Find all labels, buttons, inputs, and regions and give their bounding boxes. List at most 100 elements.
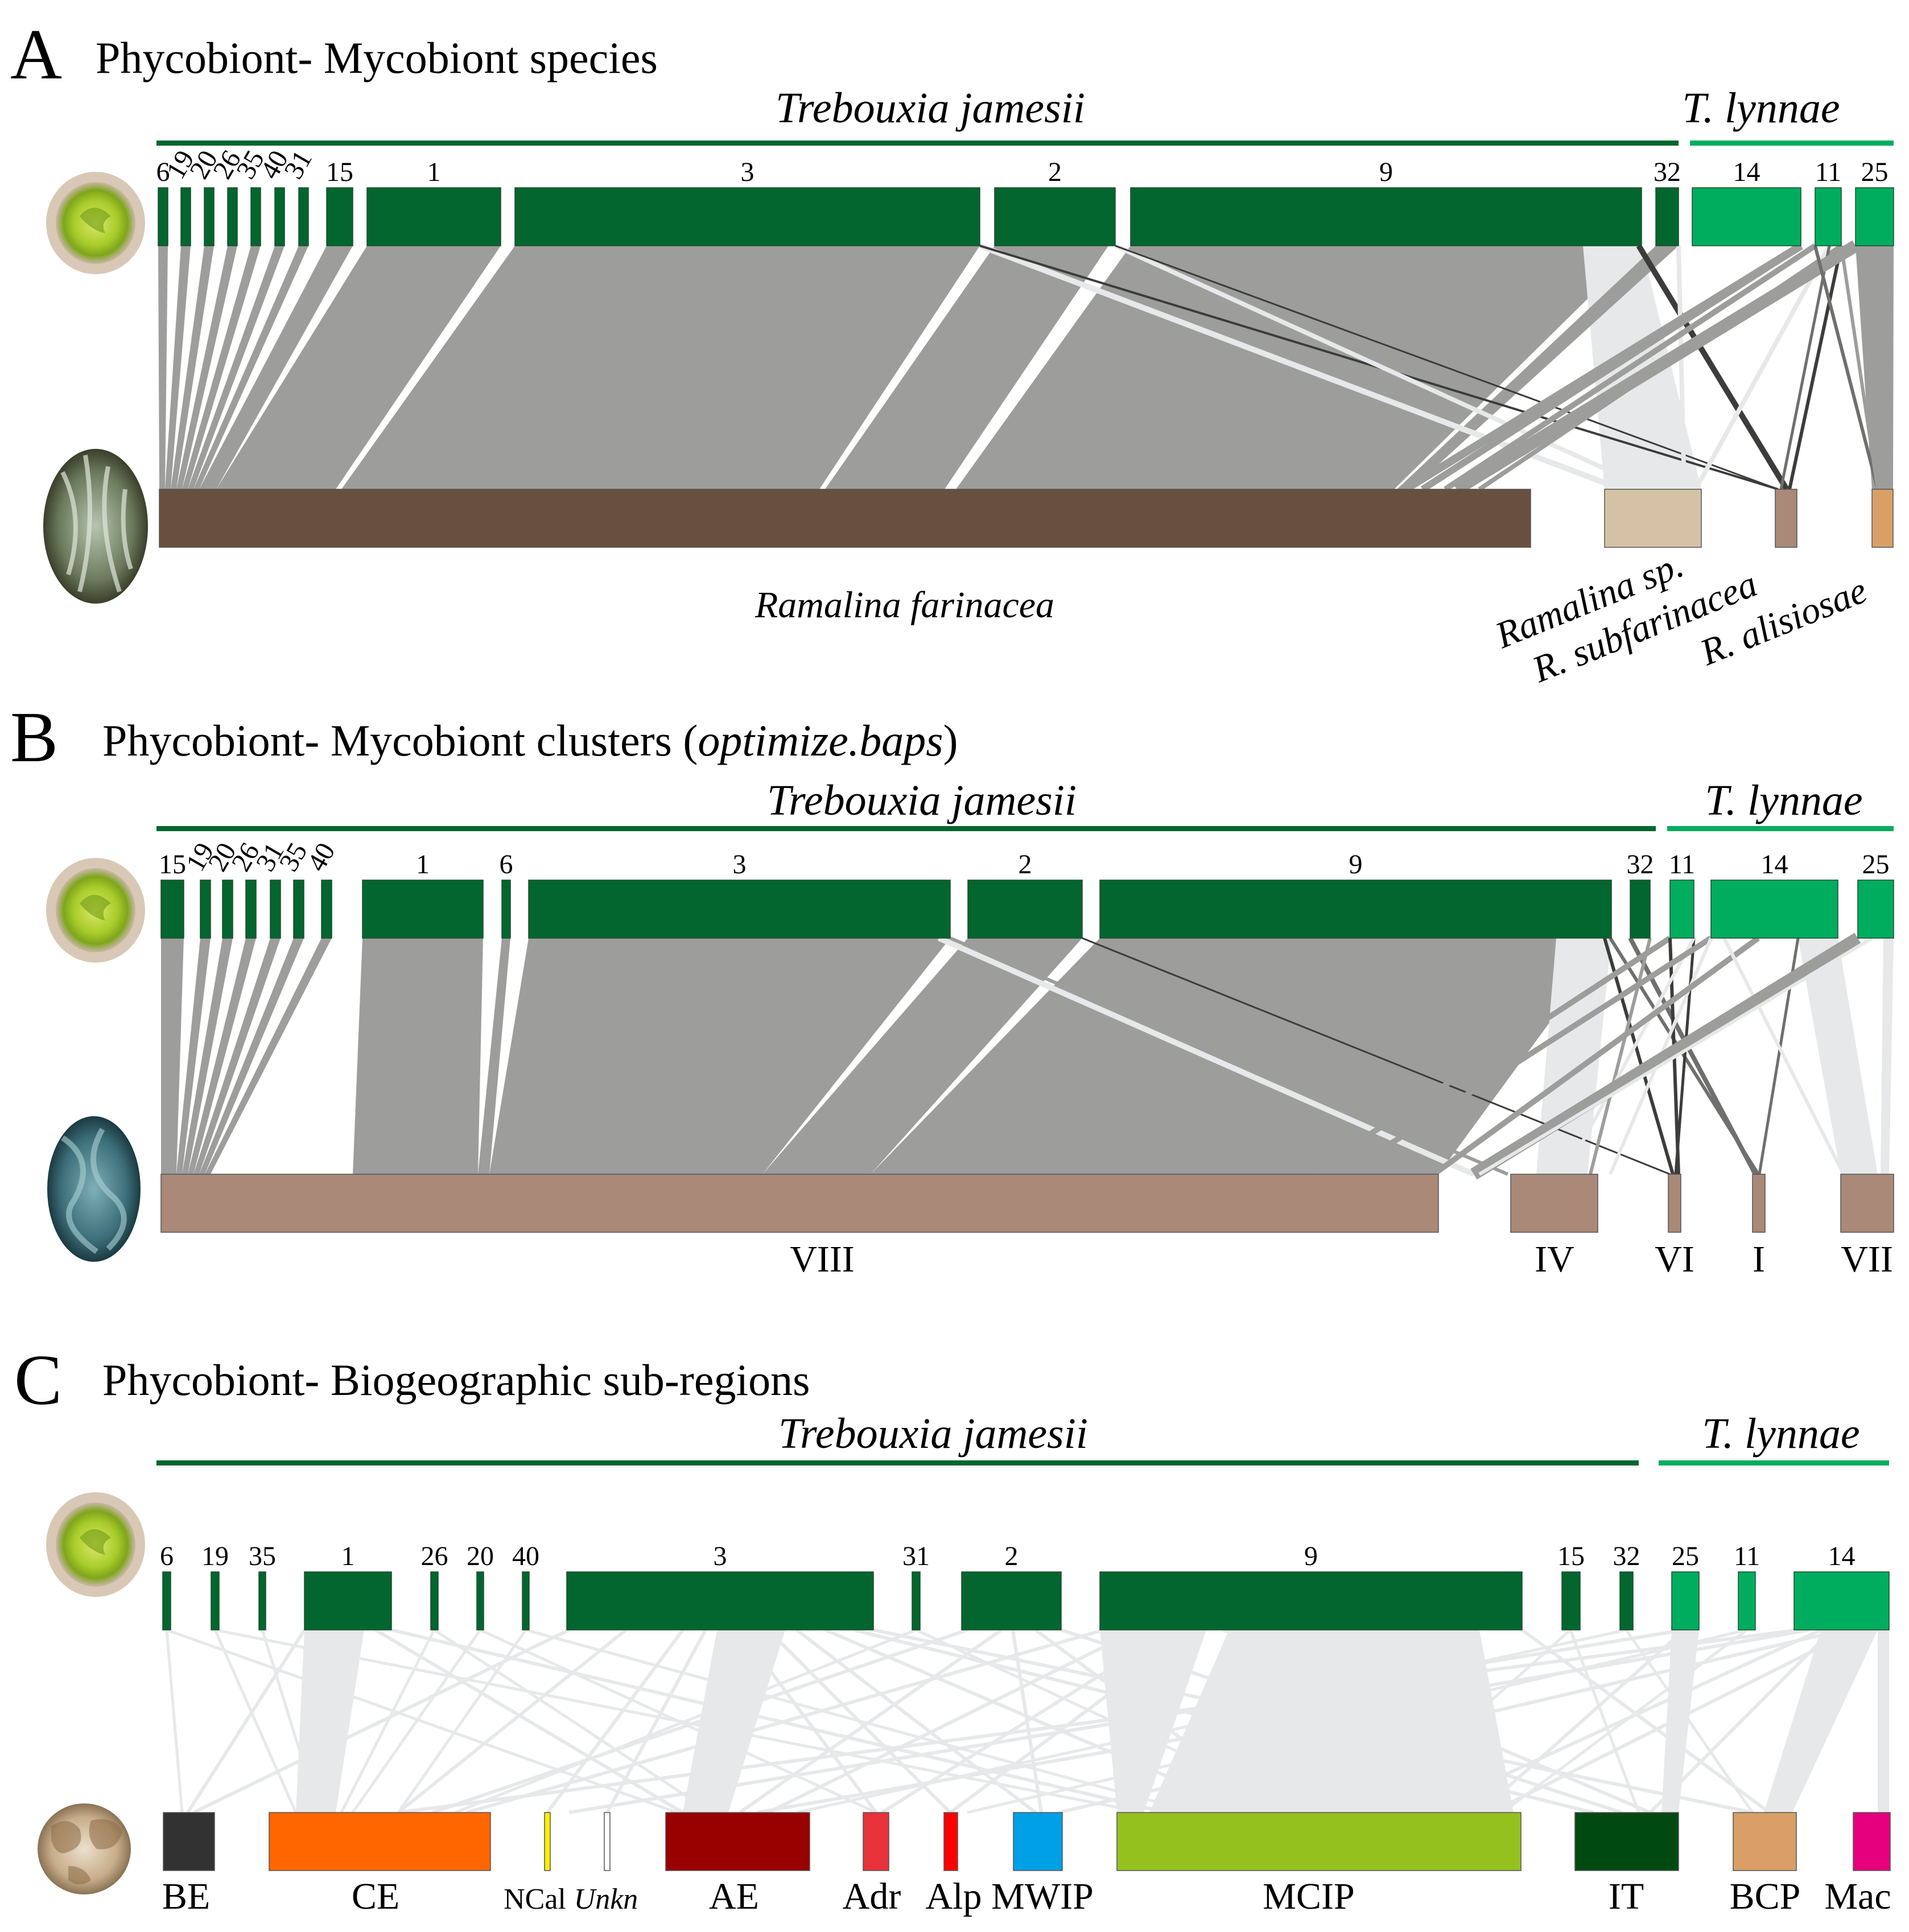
- globe-map-icon: [38, 1803, 131, 1894]
- flow-ribbon: [199, 938, 304, 1174]
- group-label-right: T. lynnae: [1702, 1410, 1859, 1458]
- haplotype-bar-14: [1793, 1571, 1890, 1630]
- association-line: [1470, 932, 1861, 1180]
- category-bar-r-subfarinacea: [1775, 489, 1797, 548]
- haplotype-bar-26: [245, 880, 257, 939]
- association-line: [1563, 937, 1696, 1175]
- flow-ribbon: [182, 938, 233, 1174]
- haplotype-label: 15: [159, 849, 186, 880]
- association-line: [466, 1628, 1104, 1814]
- haplotype-bar-11: [1669, 880, 1694, 939]
- flow-ribbon: [158, 246, 168, 489]
- haplotype-bar-14: [1692, 187, 1801, 246]
- haplotype-bar-1: [366, 187, 501, 246]
- association-line: [1420, 242, 1803, 493]
- association-line: [738, 1629, 878, 1814]
- haplotype-label: 6: [160, 1541, 174, 1571]
- category-bar-adr: [863, 1812, 889, 1871]
- haplotype-label: 3: [733, 849, 747, 880]
- association-line: [455, 1628, 917, 1814]
- association-line: [1341, 935, 1713, 1177]
- flow-ribbon: [825, 246, 1108, 489]
- haplotype-label: 32: [1654, 157, 1681, 187]
- association-line: [166, 1628, 678, 1814]
- haplotype-label: 40: [512, 1541, 539, 1571]
- haplotype-bar-1: [362, 880, 484, 939]
- haplotype-bar-25: [1857, 880, 1894, 939]
- association-line: [165, 1629, 184, 1813]
- flow-ribbon: [165, 246, 191, 489]
- association-line: [1636, 244, 1790, 491]
- flow-ribbon: [762, 938, 1082, 1174]
- association-line: [1082, 937, 1671, 1175]
- haplotype-label: 2: [1019, 849, 1032, 880]
- category-bar-vii: [1840, 1174, 1894, 1233]
- flow-ribbon: [1798, 938, 1878, 1174]
- flow-ribbon: [1856, 246, 1894, 489]
- haplotype-label: 32: [1613, 1541, 1640, 1571]
- category-label: VIII: [790, 1239, 855, 1280]
- flow-ribbon: [161, 938, 184, 1174]
- flow-ribbon: [193, 938, 281, 1174]
- association-line: [1444, 243, 1817, 492]
- haplotype-bar-6: [501, 880, 511, 939]
- category-bar-r-alisiosae: [1871, 489, 1894, 548]
- panel-title-italic: optimize.baps: [698, 716, 943, 765]
- haplotype-bar-3: [528, 880, 951, 939]
- association-line: [1648, 1628, 1834, 1814]
- category-label: CE: [352, 1876, 399, 1917]
- haplotype-label: 3: [714, 1541, 727, 1571]
- flow-ribbon: [188, 938, 256, 1174]
- haplotype-label: 2: [1048, 157, 1062, 187]
- category-bar-it: [1574, 1812, 1679, 1871]
- haplotype-label: 6: [156, 157, 170, 187]
- category-label: IT: [1609, 1876, 1644, 1917]
- category-bar-i: [1752, 1174, 1766, 1233]
- haplotype-bar-19: [200, 880, 211, 939]
- category-bar-viii: [160, 1174, 1439, 1233]
- haplotype-label: 15: [326, 157, 353, 187]
- category-label: Mac: [1824, 1876, 1891, 1917]
- flow-ribbon: [216, 246, 501, 489]
- flow-ribbon: [176, 246, 237, 489]
- flow-ribbon: [1881, 938, 1894, 1174]
- association-line: [186, 1629, 306, 1814]
- association-line: [351, 1629, 482, 1814]
- haplotype-label: 1: [427, 157, 441, 187]
- haplotype-bar-20: [222, 880, 233, 939]
- category-bar-ae: [665, 1812, 810, 1871]
- category-label: Unkn: [574, 1883, 638, 1916]
- association-line: [1478, 936, 1873, 1176]
- haplotype-bar-9: [1099, 1571, 1523, 1630]
- panel-title: Phycobiont- Biogeographic sub-regions: [102, 1355, 810, 1405]
- panel-title: Phycobiont- Mycobiont species: [96, 33, 658, 82]
- category-label: MCIP: [1263, 1876, 1354, 1917]
- group-bracket-right: [1659, 1460, 1889, 1465]
- haplotype-bar-6: [158, 187, 168, 246]
- flow-ribbon: [193, 246, 308, 489]
- haplotype-bar-19: [180, 187, 191, 246]
- haplotype-bar-11: [1815, 187, 1842, 246]
- association-line: [1840, 245, 1879, 490]
- flow-ribbon: [683, 1630, 785, 1813]
- association-line: [1453, 240, 1859, 495]
- haplotype-label: 11: [1815, 157, 1841, 187]
- haplotype-label: 9: [1379, 157, 1393, 187]
- association-line: [949, 1628, 1196, 1814]
- haplotype-bar-25: [1855, 187, 1894, 246]
- haplotype-bar-40: [274, 187, 285, 246]
- haplotype-label: 31: [902, 1541, 930, 1571]
- haplotype-label: 2: [1005, 1541, 1019, 1571]
- group-label-left: Trebouxia jamesii: [767, 777, 1077, 824]
- flow-ribbon: [182, 246, 261, 489]
- flow-ribbon: [1878, 1630, 1889, 1813]
- association-line: [937, 935, 1475, 1177]
- lichen-icon: [43, 449, 148, 604]
- flow-ribbon: [478, 938, 510, 1174]
- category-label: VI: [1655, 1239, 1694, 1280]
- category-bar-mwip: [1013, 1812, 1063, 1871]
- association-line: [1490, 1628, 1856, 1814]
- haplotype-bar-9: [1130, 187, 1642, 246]
- association-line: [1722, 937, 1845, 1175]
